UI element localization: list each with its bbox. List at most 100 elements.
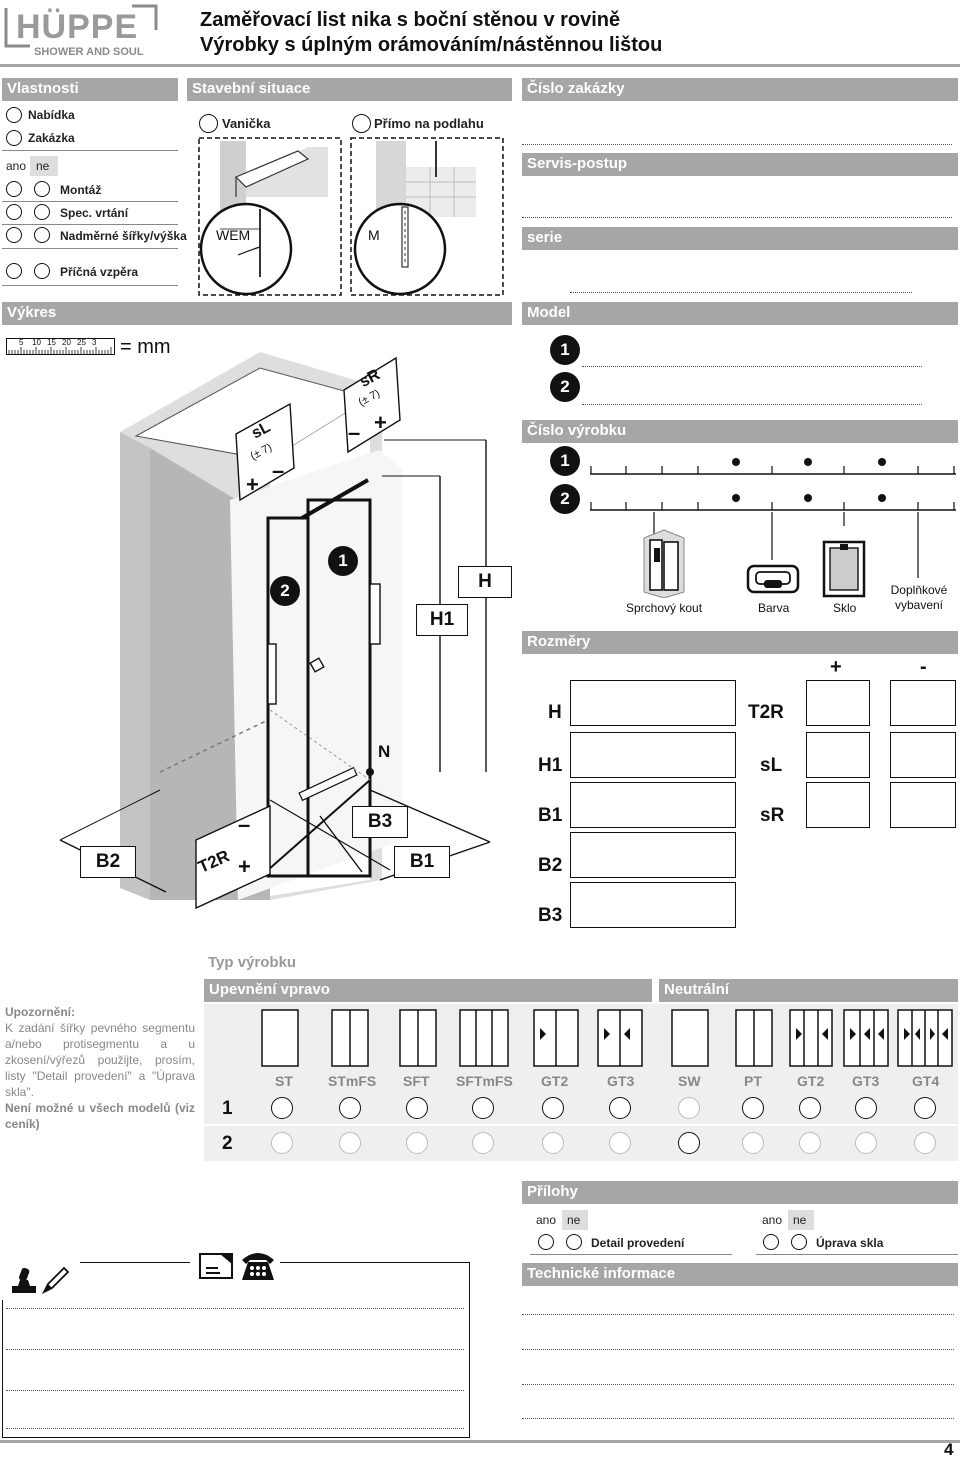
divider — [756, 1254, 958, 1255]
input-technicke-2[interactable] — [522, 1349, 954, 1350]
radio-vzpera-ne[interactable] — [34, 263, 50, 279]
radio-r2-stmfs[interactable] — [339, 1132, 361, 1154]
radio-uprava-ano[interactable] — [763, 1234, 779, 1250]
input-H1[interactable] — [570, 732, 736, 778]
radio-r1-n-gt4[interactable] — [914, 1097, 936, 1119]
input-technicke-1[interactable] — [522, 1314, 954, 1315]
divider — [2, 201, 178, 202]
radio-detail-ano[interactable] — [538, 1234, 554, 1250]
radio-r2-n-gt4[interactable] — [914, 1132, 936, 1154]
notice-text: K zadání šířky pevného segmentu a/nebo p… — [5, 1021, 195, 1099]
radio-r1-st[interactable] — [271, 1097, 293, 1119]
header-rule — [0, 64, 960, 67]
input-B1[interactable] — [570, 782, 736, 828]
model-row-1-marker: 1 — [550, 335, 580, 365]
input-T2R-plus[interactable] — [806, 680, 870, 726]
label-uprava-skla: Úprava skla — [816, 1236, 884, 1250]
radio-r2-st[interactable] — [271, 1132, 293, 1154]
input-serie[interactable] — [570, 292, 912, 293]
radio-nadmerne-ano[interactable] — [6, 227, 22, 243]
input-technicke-4[interactable] — [522, 1418, 954, 1419]
input-B2[interactable] — [570, 832, 736, 878]
radio-detail-ne[interactable] — [566, 1234, 582, 1250]
input-T2R-minus[interactable] — [890, 680, 956, 726]
radio-r1-sft[interactable] — [406, 1097, 428, 1119]
radio-zakazka[interactable] — [6, 130, 22, 146]
tag-sl-minus: – — [272, 458, 285, 483]
scale-tick: 5 — [19, 338, 24, 347]
label-montaz: Montáž — [60, 183, 102, 197]
input-technicke-3[interactable] — [522, 1384, 954, 1385]
rozmery-label-sR: sR — [760, 805, 785, 826]
input-H[interactable] — [570, 680, 736, 726]
input-sL-minus[interactable] — [890, 732, 956, 778]
scale-ruler: 5 10 15 20 25 3 — [6, 338, 116, 356]
input-servis[interactable] — [522, 217, 952, 218]
radio-r2-sft[interactable] — [406, 1132, 428, 1154]
radio-r1-sw[interactable] — [678, 1097, 700, 1119]
radio-vzpera-ano[interactable] — [6, 263, 22, 279]
radio-r2-pt[interactable] — [742, 1132, 764, 1154]
dim-H1-label: H1 — [416, 604, 468, 636]
radio-montaz-ano[interactable] — [6, 181, 22, 197]
radio-nabidka[interactable] — [6, 107, 22, 123]
section-model: Model — [522, 302, 958, 325]
radio-montaz-ne[interactable] — [34, 181, 50, 197]
section-technicke: Technické informace — [522, 1263, 958, 1286]
typ-label-st: ST — [275, 1073, 293, 1089]
label-nabidka: Nabídka — [28, 108, 75, 122]
input-contact-4[interactable] — [6, 1428, 464, 1429]
radio-vanicka[interactable] — [199, 114, 218, 133]
divider — [530, 1254, 732, 1255]
input-contact-2[interactable] — [6, 1349, 464, 1350]
radio-nadmerne-ne[interactable] — [34, 227, 50, 243]
scale-tick: 10 — [32, 338, 41, 347]
input-cislo-vyrobku-2[interactable] — [590, 492, 956, 512]
input-sR-minus[interactable] — [890, 782, 956, 828]
pencil-icon — [40, 1266, 70, 1296]
dim-B3-label: B3 — [352, 806, 408, 838]
label-nadmerne: Nadměrné šířky/výška — [60, 229, 187, 243]
rozmery-label-B2: B2 — [538, 855, 563, 876]
radio-r1-n-gt2[interactable] — [799, 1097, 821, 1119]
radio-r2-n-gt3[interactable] — [855, 1132, 877, 1154]
radio-vrtani-ne[interactable] — [34, 204, 50, 220]
radio-r2-gt2[interactable] — [542, 1132, 564, 1154]
input-cislo-vyrobku-1[interactable] — [590, 456, 956, 476]
radio-r1-pt[interactable] — [742, 1097, 764, 1119]
input-contact-1[interactable] — [6, 1308, 464, 1309]
radio-r1-stmfs[interactable] — [339, 1097, 361, 1119]
label-sklo: Sklo — [833, 601, 857, 615]
divider — [2, 285, 178, 286]
scale-tick: 20 — [62, 338, 71, 347]
input-sL-plus[interactable] — [806, 732, 870, 778]
prilohy-ne-header-1 — [562, 1210, 588, 1230]
radio-r1-gt2[interactable] — [542, 1097, 564, 1119]
model-row-2-marker: 2 — [550, 372, 580, 402]
radio-uprava-ne[interactable] — [791, 1234, 807, 1250]
input-cislo-zakazky[interactable] — [522, 144, 952, 145]
radio-vrtani-ano[interactable] — [6, 204, 22, 220]
input-model-2[interactable] — [582, 404, 922, 405]
typ-label-gt3: GT3 — [607, 1073, 635, 1089]
radio-r2-n-gt2[interactable] — [799, 1132, 821, 1154]
radio-r2-gt3[interactable] — [609, 1132, 631, 1154]
page-number: 4 — [944, 1440, 954, 1459]
tag-sr-minus: – — [348, 420, 361, 445]
typ-row-2-label: 2 — [222, 1133, 233, 1154]
radio-primo[interactable] — [352, 114, 371, 133]
glass-icon — [822, 540, 866, 598]
radio-r1-n-gt3[interactable] — [855, 1097, 877, 1119]
typ-label-sftmfs: SFTmFS — [456, 1073, 513, 1089]
radio-r1-sftmfs[interactable] — [472, 1097, 494, 1119]
radio-r2-sftmfs[interactable] — [472, 1132, 494, 1154]
input-sR-plus[interactable] — [806, 782, 870, 828]
radio-r2-sw[interactable] — [678, 1132, 700, 1154]
input-B3[interactable] — [570, 882, 736, 928]
tag-t2r-minus: – — [238, 812, 251, 837]
title-line1: Zaměřovací list nika s boční stěnou v ro… — [200, 9, 621, 31]
section-vlastnosti: Vlastnosti — [2, 78, 178, 101]
radio-r1-gt3[interactable] — [609, 1097, 631, 1119]
input-model-1[interactable] — [582, 366, 922, 367]
input-contact-3[interactable] — [6, 1390, 464, 1391]
